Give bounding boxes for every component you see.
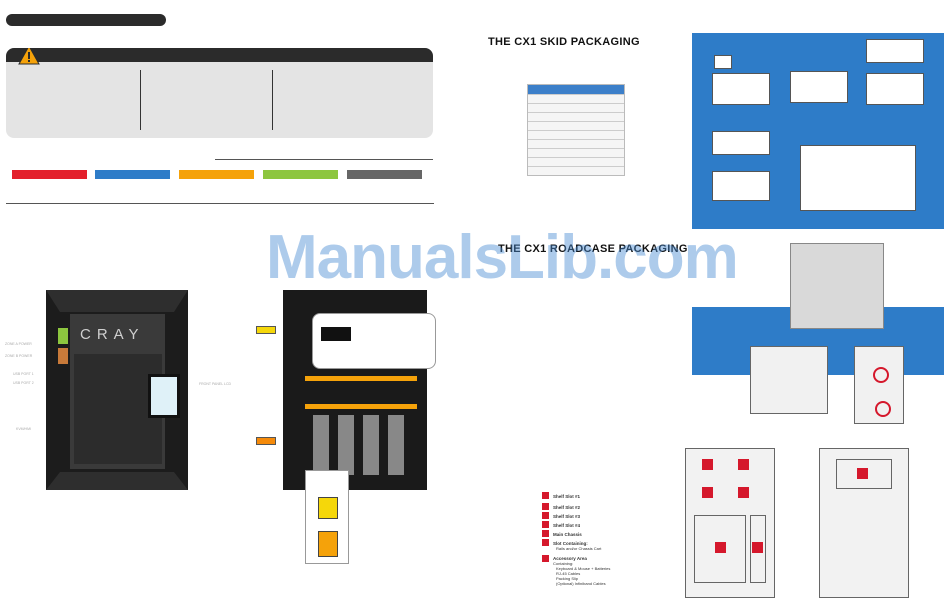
- table-row: [528, 148, 624, 157]
- slot-marker: [702, 487, 713, 498]
- table-row: [528, 166, 624, 175]
- legend-sub: RJ-45 Cables: [556, 571, 581, 576]
- chassis-label: USB PORT 2: [13, 381, 34, 385]
- box-step-4: [712, 171, 770, 201]
- chassis-label: KVM/HMI: [16, 427, 31, 431]
- front-panel-lcd: [148, 374, 180, 418]
- color-bar-blue: [95, 170, 170, 179]
- legend-item: Shelf Slot #1: [553, 494, 581, 499]
- warning-icon: [18, 48, 40, 65]
- legend-marker: [542, 539, 549, 546]
- legend-sub: Packing Slip: [556, 576, 579, 581]
- slot-marker: [738, 487, 749, 498]
- ethernet-port-icon: [321, 327, 351, 341]
- table-row: [528, 94, 624, 103]
- table-row: [528, 103, 624, 112]
- box-step-3: [866, 73, 924, 105]
- legend-sub: Rails and/or Chassis Cart: [556, 546, 602, 551]
- warning-bar: [6, 48, 433, 62]
- table-row: [528, 121, 624, 130]
- box-sleeve: [712, 131, 770, 155]
- legend-accessory-title: Accessory Area: [553, 556, 587, 561]
- legend-sub: (Optional) Infiniband Cables: [556, 581, 606, 586]
- warning-panel: [6, 48, 433, 138]
- lid-slot: [836, 459, 892, 489]
- divider-line: [6, 203, 434, 204]
- slot-marker: [702, 459, 713, 470]
- power-inlet-icon: [318, 497, 338, 519]
- chassis-front-image: CRAY: [46, 290, 188, 490]
- legend-sub: Keyboard & Mouse + Batteries: [556, 566, 611, 571]
- callout-tag: [256, 437, 276, 445]
- table-row: [528, 139, 624, 148]
- slot-marker: [857, 468, 868, 479]
- packaging-table: [527, 84, 625, 176]
- roadcase-side-image: [854, 346, 904, 424]
- color-bar-gray: [347, 170, 422, 179]
- power-inlet-icon: [318, 531, 338, 557]
- color-bar-orange: [179, 170, 254, 179]
- legend-item: Shelf Slot #2: [553, 505, 581, 510]
- slot-marker: [715, 542, 726, 553]
- slot-marker: [752, 542, 763, 553]
- box-lid: [866, 39, 924, 63]
- case-layout-front: [685, 448, 775, 598]
- color-bar-green: [263, 170, 338, 179]
- table-row: [528, 157, 624, 166]
- callout-tag: [256, 326, 276, 334]
- warning-divider: [272, 70, 273, 130]
- lcd-label: FRONT PANEL LCD: [199, 382, 232, 386]
- legend-item: Slot Containing:: [553, 541, 588, 546]
- color-bar-red: [12, 170, 87, 179]
- main-chassis-slot: [694, 515, 746, 583]
- legend-marker: [542, 492, 549, 499]
- warning-divider: [140, 70, 141, 130]
- roadcase-title: THE CX1 ROADCASE PACKAGING: [498, 243, 688, 255]
- legend-marker: [542, 530, 549, 537]
- latch-highlight-icon: [875, 401, 891, 417]
- latch-closeup-image: [790, 243, 884, 329]
- legend-marker: [542, 512, 549, 519]
- watermark-text: ManualsLib.com: [266, 223, 739, 292]
- chassis-label: ZONE A POWER: [5, 342, 32, 346]
- roadcase-front-image: [750, 346, 828, 414]
- box-step-1: [712, 73, 770, 105]
- chassis-label: ZONE B POWER: [5, 354, 33, 358]
- legend-marker: [542, 521, 549, 528]
- chassis-logo: CRAY: [80, 326, 145, 343]
- divider-line: [215, 159, 433, 160]
- power-inlet-callout: [305, 470, 349, 564]
- scissors-icon: [714, 55, 732, 69]
- skid-crate: [800, 145, 916, 211]
- latch-highlight-icon: [873, 367, 889, 383]
- legend-marker: [542, 503, 549, 510]
- box-step-2: [790, 71, 848, 103]
- skid-steps-panel: [692, 33, 944, 229]
- case-layout-lid: [819, 448, 909, 598]
- slot-marker: [738, 459, 749, 470]
- table-header: [528, 85, 624, 94]
- legend-item: Shelf Slot #4: [553, 523, 581, 528]
- legend-item: Shelf Slot #3: [553, 514, 581, 519]
- table-row: [528, 130, 624, 139]
- legend-marker: [542, 555, 549, 562]
- rear-zoom-callout: [312, 313, 436, 369]
- header-bar: [6, 14, 166, 26]
- accessory-slot: [750, 515, 766, 583]
- skid-title: THE CX1 SKID PACKAGING: [488, 36, 640, 48]
- legend-item: Main Chassis: [553, 532, 582, 537]
- chassis-label: USB PORT 1: [13, 372, 34, 376]
- table-row: [528, 112, 624, 121]
- legend-sub: Containing:: [553, 561, 574, 566]
